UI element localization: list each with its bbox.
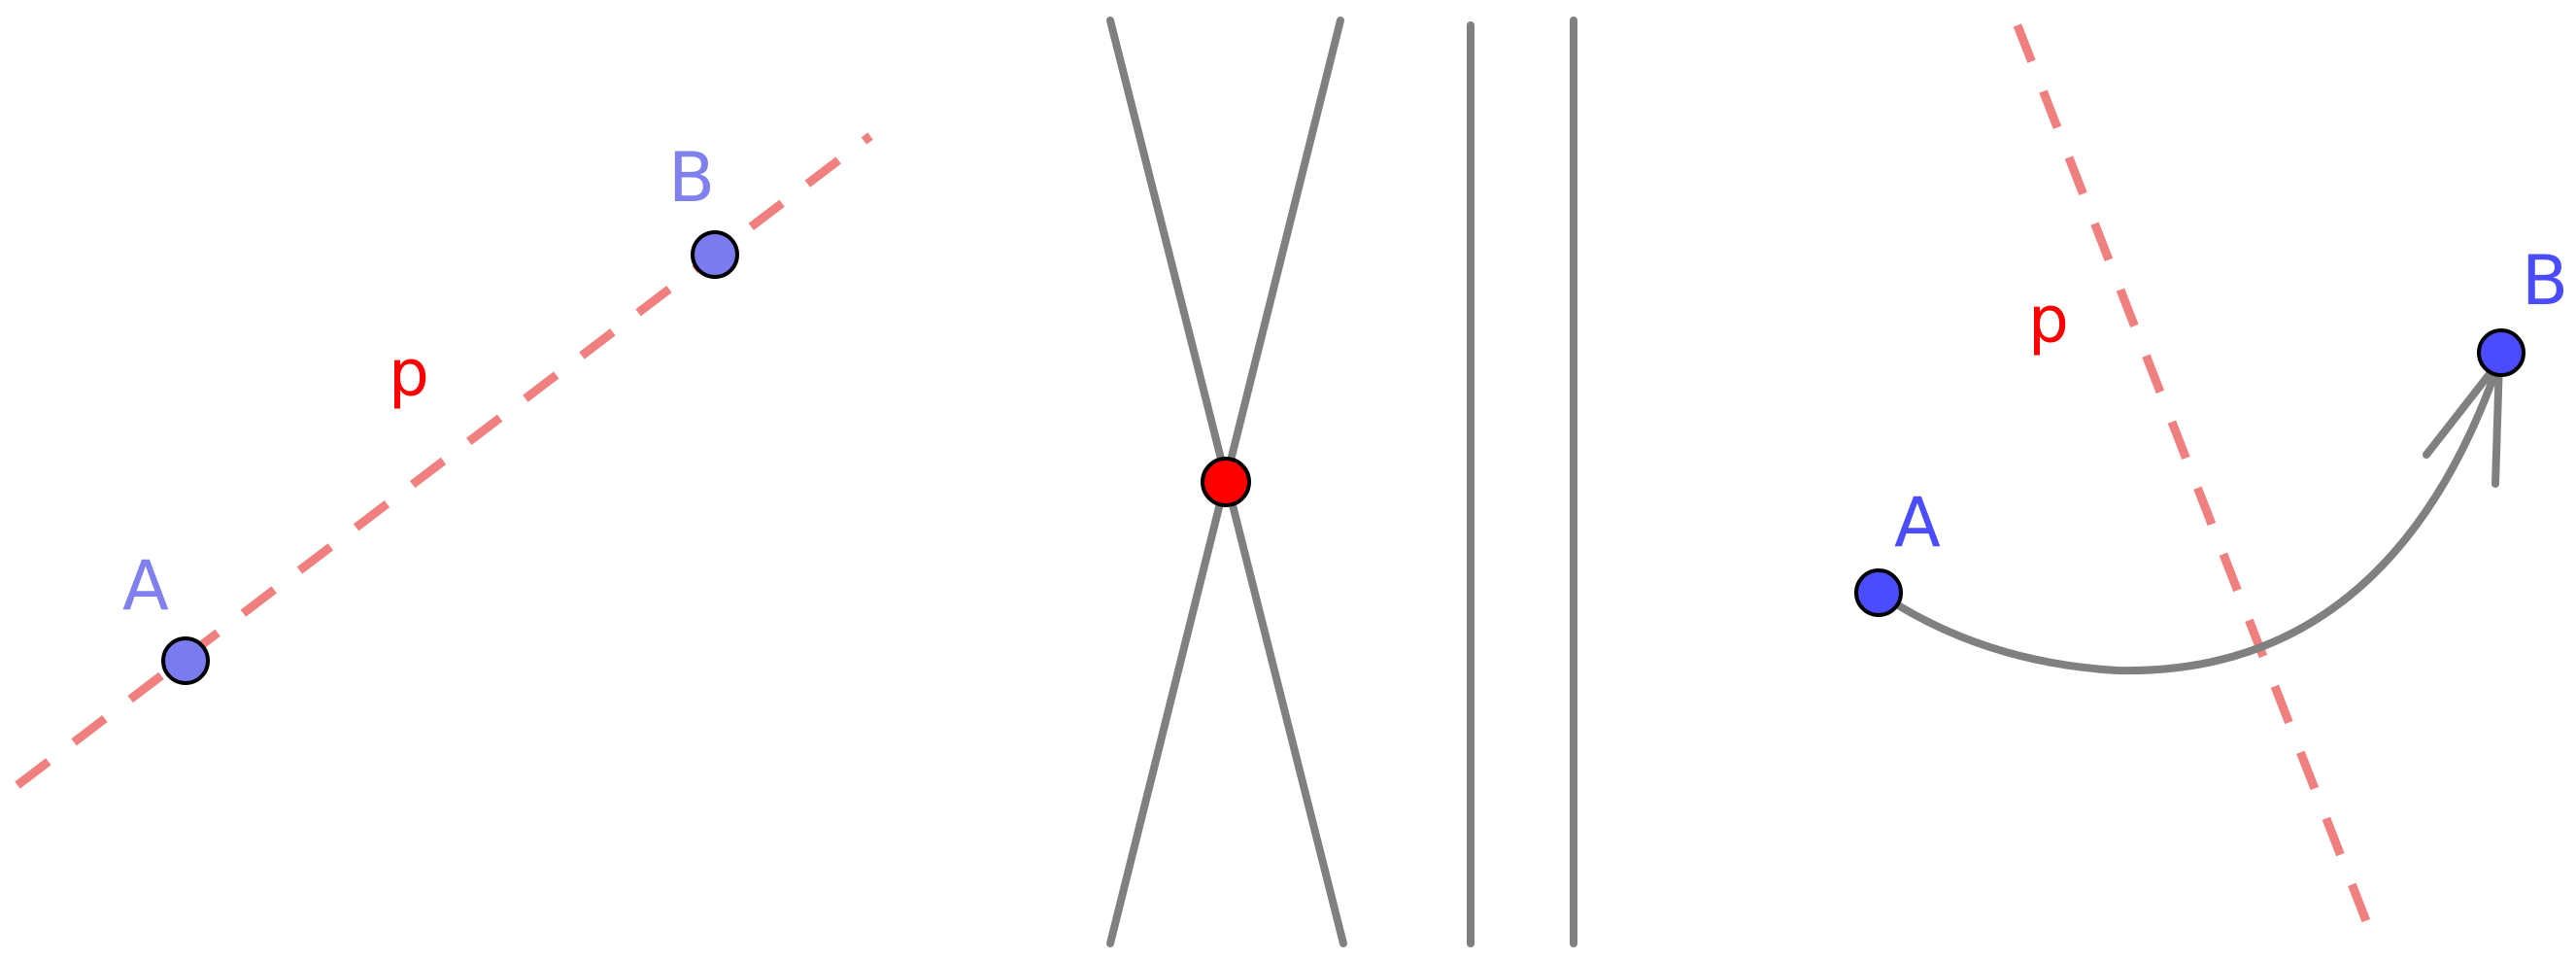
right-point-a[interactable] [1854,568,1903,617]
left-point-a[interactable] [161,636,210,685]
arrowhead-left-stroke [2423,358,2503,459]
left-dashed-line-p [15,132,873,789]
right-point-b[interactable] [2477,328,2525,377]
right-dashed-line-p [2013,23,2380,945]
left-panel: p A B [15,132,873,789]
right-point-a-label: A [1894,483,1941,563]
right-line-label-p: p [2028,283,2069,358]
right-panel: p A B [1854,23,2568,945]
left-point-b[interactable] [691,230,739,279]
left-line-label-p: p [389,336,429,411]
reflection-arc-arrow [1875,358,2503,675]
middle-panel [1106,17,1577,947]
arrowhead-right-stroke [2491,358,2503,488]
left-point-a-label: A [122,546,169,626]
parallel-lines [1467,17,1577,947]
intersection-point[interactable] [1201,457,1251,507]
intersecting-lines [1106,17,1347,947]
left-point-b-label: B [668,138,715,218]
right-point-b-label: B [2522,241,2568,321]
